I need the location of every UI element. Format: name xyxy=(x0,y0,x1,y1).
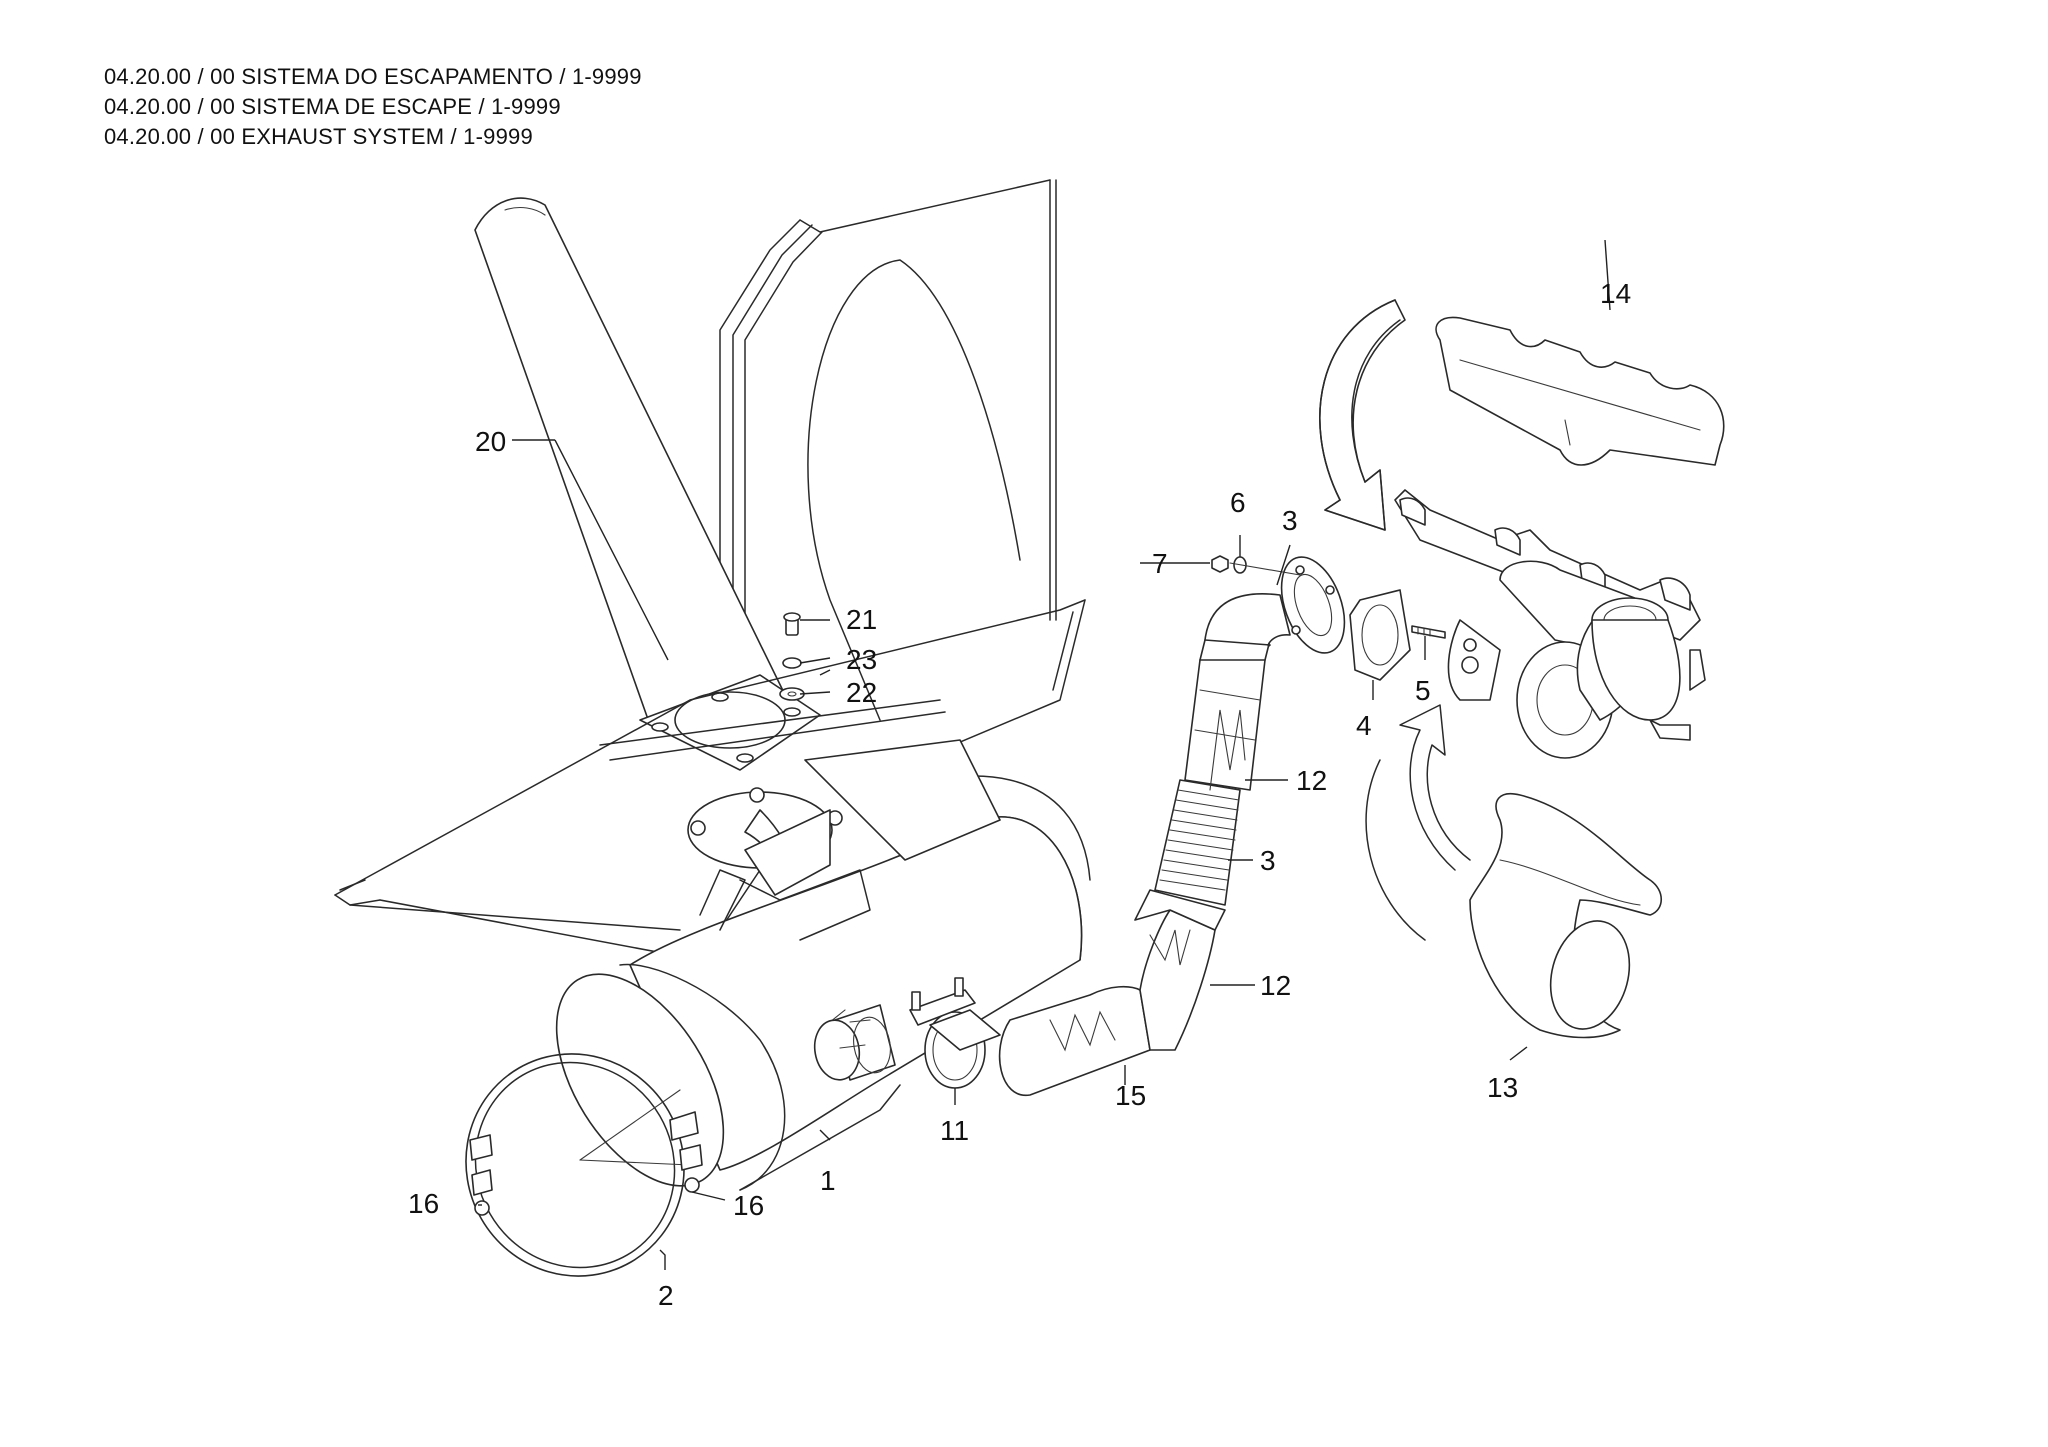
callout-16-right: 16 xyxy=(733,1190,764,1221)
header-title-es: 04.20.00 / 00 SISTEMA DE ESCAPE / 1-9999 xyxy=(104,94,561,119)
callout-12-lower: 12 xyxy=(1260,970,1291,1001)
callout-6: 6 xyxy=(1230,487,1246,518)
upper-elbow-flange xyxy=(1204,556,1346,654)
stud-bolt xyxy=(1411,625,1446,639)
assembly-arrows xyxy=(1319,299,1471,941)
coupling-sleeve xyxy=(813,1004,896,1081)
callout-14: 14 xyxy=(1600,278,1631,309)
upper-flex-pipe xyxy=(1184,624,1271,791)
exhaust-manifold-turbo xyxy=(1394,489,1706,759)
header-title-en: 04.20.00 / 00 EXHAUST SYSTEM / 1-9999 xyxy=(104,124,533,149)
callout-5: 5 xyxy=(1415,675,1431,706)
callout-12-upper: 12 xyxy=(1296,765,1327,796)
bolt-washer-stack xyxy=(779,612,805,701)
corrugated-hose xyxy=(1154,779,1241,906)
flange-gasket xyxy=(1349,589,1411,681)
chassis-rails xyxy=(334,599,1086,961)
leader-lines xyxy=(478,239,1611,1270)
diagram-header: 04.20.00 / 00 SISTEMA DO ESCAPAMENTO / 1… xyxy=(104,62,642,152)
callout-22: 22 xyxy=(846,677,877,708)
callout-23: 23 xyxy=(846,644,877,675)
callout-13: 13 xyxy=(1487,1072,1518,1103)
callout-15: 15 xyxy=(1115,1080,1146,1111)
callout-2: 2 xyxy=(658,1280,674,1311)
callout-4: 4 xyxy=(1356,710,1372,741)
header-title-pt-br: 04.20.00 / 00 SISTEMA DO ESCAPAMENTO / 1… xyxy=(104,64,642,89)
callout-21: 21 xyxy=(846,604,877,635)
frame-panel xyxy=(719,179,1057,721)
callout-3-lower: 3 xyxy=(1260,845,1276,876)
exhaust-stack-pipe xyxy=(474,197,791,726)
muffler-bracket xyxy=(687,787,843,896)
callout-3-upper: 3 xyxy=(1282,505,1298,536)
mounting-plate xyxy=(639,674,821,771)
callout-7: 7 xyxy=(1152,548,1168,579)
lower-flex-pipe xyxy=(998,889,1226,1096)
clamp-band xyxy=(465,1053,703,1277)
callout-16-left: 16 xyxy=(408,1188,439,1219)
callout-20: 20 xyxy=(475,426,506,457)
manifold-heat-shield xyxy=(1435,316,1725,466)
callout-11: 11 xyxy=(940,1115,969,1146)
u-clamp xyxy=(909,977,1001,1089)
exhaust-outlet-adapter xyxy=(1469,793,1663,1039)
callout-1: 1 xyxy=(820,1165,836,1196)
callout-labels: 20 21 23 22 7 6 3 4 5 14 12 3 12 15 11 1… xyxy=(408,278,1631,1311)
